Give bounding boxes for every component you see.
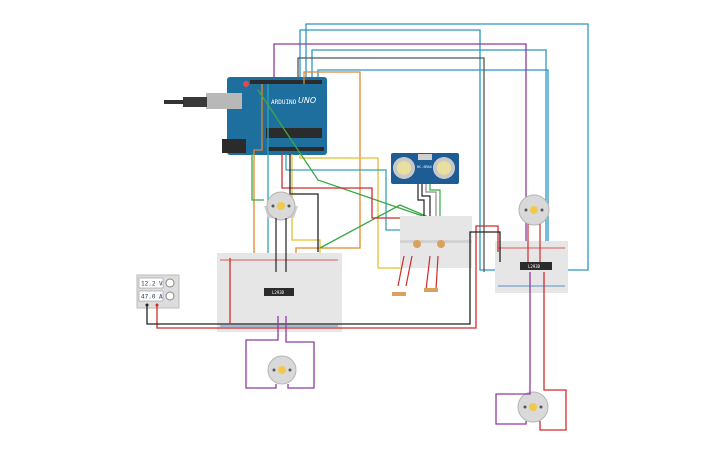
wire-yellow-b <box>299 154 402 269</box>
motor-bottom-left-lead-1 <box>245 316 279 389</box>
sensor-crystal <box>418 154 432 160</box>
motor-top-left-shaft <box>277 202 285 210</box>
terminal-positive <box>155 303 159 307</box>
wire-cyan-b <box>285 154 404 231</box>
wire-green-c <box>251 154 264 201</box>
usb-cable-plug <box>183 97 207 107</box>
current-knob[interactable] <box>165 291 175 301</box>
motor-top-left-leads <box>275 218 287 272</box>
motor-bottom-right <box>495 272 567 431</box>
voltage-knob[interactable] <box>165 278 175 288</box>
power-current: 47.0 A <box>141 294 163 301</box>
resistor-lead-3 <box>425 255 431 291</box>
terminal-negative <box>145 303 149 307</box>
motor-bottom-right-screw-1 <box>523 405 527 409</box>
small-breadboard <box>392 216 472 296</box>
motor-bottom-left-shaft <box>278 366 286 374</box>
wire-power-black <box>146 231 501 325</box>
current-display <box>138 290 164 302</box>
reset-button <box>243 81 249 87</box>
photoresistor-2 <box>437 240 445 248</box>
usb-connector <box>206 93 242 109</box>
motor-top-right-screw-1 <box>524 208 528 212</box>
sensor-wire-1 <box>417 184 425 220</box>
arduino-board-label: UNO <box>298 96 316 105</box>
motor-bottom-right-lead-2 <box>539 272 567 431</box>
motor-driver-chip-right <box>520 262 552 270</box>
wire-overhead-grey <box>297 57 485 272</box>
resistor-lead-4 <box>435 255 439 291</box>
wire-orange-a <box>253 84 263 300</box>
wire-overhead-blue-3 <box>311 49 547 268</box>
sensor-wire-2 <box>421 184 431 222</box>
usb-cable <box>164 100 184 104</box>
power-jack <box>222 139 246 153</box>
motor-top-right-screw-2 <box>540 208 544 212</box>
motor-top-right-leads <box>527 224 541 262</box>
resistor-2 <box>424 288 438 292</box>
digital-header <box>250 80 322 84</box>
arduino-brand-label: ARDUINO <box>271 99 297 106</box>
wire-orange-b <box>295 71 361 272</box>
resistor-lead-1 <box>397 255 405 287</box>
ultrasonic-sensor: HC-SR04 <box>391 153 459 222</box>
wire-green-a <box>257 89 441 223</box>
resistor-lead-2 <box>405 255 413 287</box>
wire-black-arduino <box>289 154 319 252</box>
motor-bottom-right-lead-1 <box>495 272 531 425</box>
wire-overhead-purple <box>273 43 527 272</box>
motor-driver-right-label: L293D <box>528 264 541 269</box>
overhead-wires <box>273 23 589 272</box>
motor-top-left-screw-2 <box>287 204 291 208</box>
small-breadboard-gap <box>400 240 472 243</box>
sensor-wire-4 <box>429 184 441 222</box>
wire-overhead-blue-1 <box>299 29 500 271</box>
motor-top-right <box>518 194 550 262</box>
motor-bottom-right-shaft <box>529 403 537 411</box>
motor-bottom-left <box>245 316 315 389</box>
sensor-receiver-mesh <box>437 161 451 175</box>
wire-overhead-blue-2 <box>305 23 589 271</box>
wire-overhead-blue-4 <box>317 69 549 268</box>
atmega-chip <box>266 128 322 138</box>
power-voltage: 12.2 V <box>141 281 163 288</box>
voltage-display <box>138 277 164 289</box>
motor-driver-left-label: L293D <box>272 290 285 295</box>
motor-driver-chip-left <box>264 288 294 296</box>
wire-red-arduino <box>281 154 408 219</box>
power-supply: 12.2 V 47.0 A <box>136 274 180 309</box>
motor-bottom-left-lead-2 <box>285 316 315 389</box>
motor-top-left <box>264 191 298 272</box>
motor-bottom-left-screw-2 <box>288 368 292 372</box>
sensor-transmitter-mesh <box>397 161 411 175</box>
right-breadboard: L293D <box>495 241 568 293</box>
photoresistor-1 <box>413 240 421 248</box>
sensor-label: HC-SR04 <box>417 165 432 169</box>
power-wires <box>146 225 501 329</box>
motor-bottom-left-screw-1 <box>272 368 276 372</box>
resistor-1 <box>392 292 406 296</box>
motor-top-left-screw-1 <box>271 204 275 208</box>
sensor-wire-3 <box>425 184 437 222</box>
arduino-board: ARDUINO UNO <box>164 77 327 155</box>
analog-header <box>268 147 324 151</box>
motor-bottom-right-screw-2 <box>539 405 543 409</box>
large-breadboard: L293D <box>217 253 342 332</box>
motor-top-right-shaft <box>530 206 538 214</box>
